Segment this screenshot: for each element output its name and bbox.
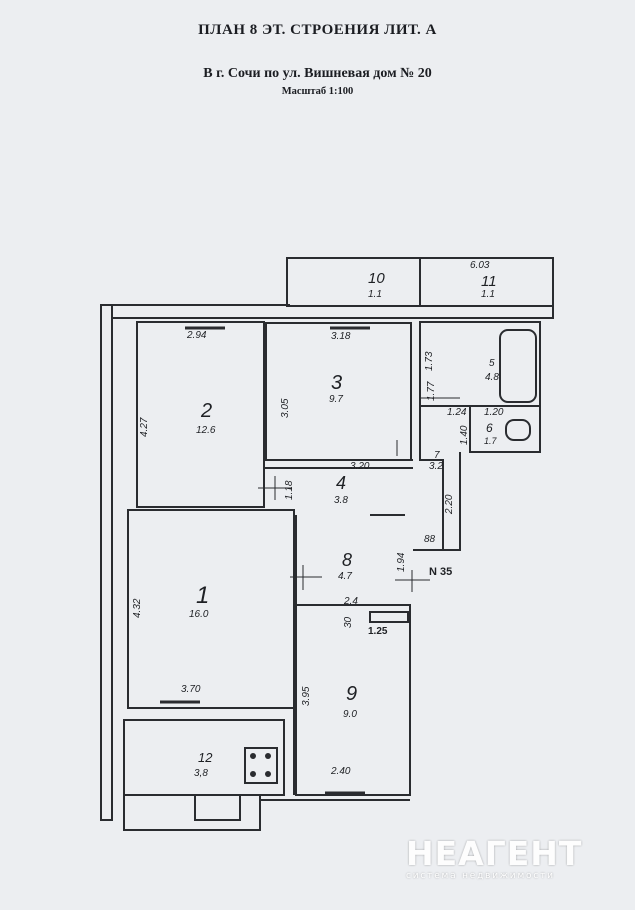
room-10-area: 1.1 xyxy=(368,289,382,300)
room-3-area: 9.7 xyxy=(329,394,343,405)
room-1-number: 1 xyxy=(196,582,210,609)
plan-address: В г. Сочи по ул. Вишневая дом № 20 xyxy=(203,66,432,81)
dim-4-32: 4.32 xyxy=(132,598,143,618)
bathtub xyxy=(499,329,537,403)
dim-30: 30 xyxy=(343,616,354,628)
dim-1-77: 1.77 xyxy=(426,381,437,401)
plan-scale: Масштаб 1:100 xyxy=(281,86,354,97)
toilet xyxy=(505,419,531,441)
dim-6-03: 6.03 xyxy=(470,260,490,271)
room-11-number: 11 xyxy=(481,273,497,290)
dim-3-18: 3.18 xyxy=(331,331,351,342)
dim-2-20: 2.20 xyxy=(444,494,455,514)
room-1-area: 16.0 xyxy=(189,609,209,620)
room-4-number: 4 xyxy=(336,473,347,493)
dim-1-73: 1.73 xyxy=(424,351,435,371)
dim-4-27: 4.27 xyxy=(139,417,150,437)
room-9-area: 9.0 xyxy=(343,709,357,720)
dim-3-20: 3.20 xyxy=(350,461,370,472)
room-9-outline xyxy=(295,604,411,796)
dim-1-24: 1.24 xyxy=(447,407,467,418)
room-12-area: 3,8 xyxy=(194,768,208,779)
dim-1-25: 1.25 xyxy=(368,626,388,637)
balcony-10 xyxy=(286,257,421,307)
plan-title: ПЛАН 8 ЭТ. СТРОЕНИЯ ЛИТ. А xyxy=(198,22,437,38)
room-2-outline xyxy=(136,321,265,508)
room-8-area: 4.7 xyxy=(338,571,352,582)
room-2-area: 12.6 xyxy=(196,425,216,436)
room-6-number: 6 xyxy=(486,421,493,435)
dim-1-40: 1.40 xyxy=(459,425,470,445)
dim-1-18: 1.18 xyxy=(284,480,295,500)
room-6-outline xyxy=(469,405,541,453)
neagent-logo: НЕАГЕНТ система недвижимости xyxy=(406,834,606,881)
dim-88: 88 xyxy=(424,534,436,545)
room-1-outline xyxy=(127,509,295,709)
room-8-number: 8 xyxy=(342,550,353,570)
room-5-number: 5 xyxy=(489,358,495,369)
dim-2-94: 2.94 xyxy=(187,330,207,341)
dim-2-40: 2.40 xyxy=(331,766,351,777)
room-11-area: 1.1 xyxy=(481,289,495,300)
dim-3-70: 3.70 xyxy=(181,684,201,695)
dim-1-94: 1.94 xyxy=(396,552,407,572)
room-3-number: 3 xyxy=(331,372,343,394)
room-2-number: 2 xyxy=(201,400,213,422)
room-5-area: 4.8 xyxy=(485,372,499,383)
room-6-area: 1.7 xyxy=(484,436,497,446)
corridor-7-walls xyxy=(413,406,444,551)
annotation-n35: N 35 xyxy=(429,566,453,578)
room-5-outline xyxy=(419,321,541,407)
room-7-area: 3.2 xyxy=(429,461,443,472)
dim-2-4: 2.4 xyxy=(344,596,358,607)
radiator xyxy=(369,611,409,623)
logo-brand: НЕАГЕНТ xyxy=(406,834,583,873)
dim-1-20: 1.20 xyxy=(484,407,504,418)
logo-tagline: система недвижимости xyxy=(406,871,555,881)
dim-3-05: 3.05 xyxy=(280,398,291,418)
dim-3-95: 3.95 xyxy=(301,686,312,706)
stove xyxy=(244,747,278,784)
room-7-number: 7 xyxy=(434,450,440,461)
outer-wall-left xyxy=(100,304,113,821)
room-10-number: 10 xyxy=(368,270,385,287)
room-4-area: 3.8 xyxy=(334,495,348,506)
room-12-number: 12 xyxy=(198,750,213,765)
room-9-number: 9 xyxy=(346,683,358,705)
